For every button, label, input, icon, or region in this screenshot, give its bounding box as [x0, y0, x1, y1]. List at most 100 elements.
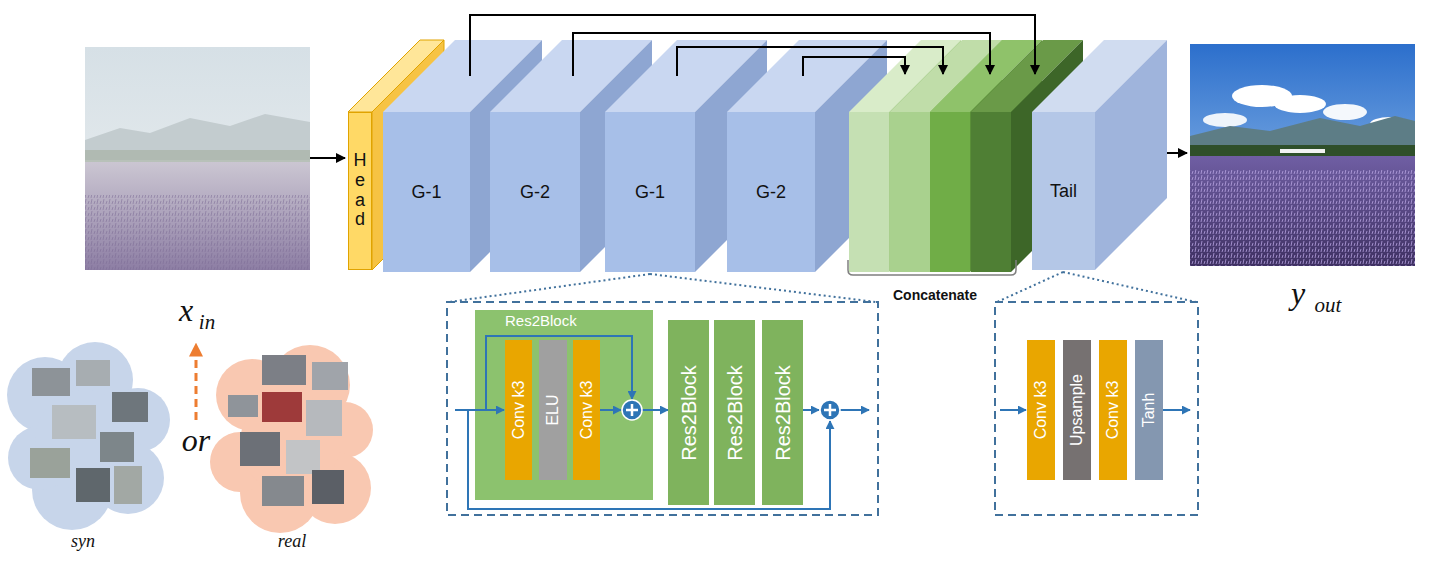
dataset-label: real: [278, 532, 306, 552]
res2block-panel-fill: [475, 310, 653, 500]
block-label: Conv k3: [509, 381, 527, 440]
block-label: Head: [351, 151, 369, 230]
image-cloud: [1323, 104, 1367, 120]
block-label: Res2Block: [723, 365, 746, 461]
upsample-layer: Upsample: [1063, 340, 1091, 480]
image-cloud: [1203, 113, 1247, 127]
thumbnail: [262, 476, 304, 506]
real-cloud: [210, 345, 373, 533]
group-label: Concatenate: [893, 288, 977, 303]
add-symbol: [622, 400, 642, 420]
image-sky: [1190, 44, 1415, 266]
hazy-input-image: [85, 47, 310, 270]
group-block: G-1: [383, 112, 470, 272]
block-label: G-2: [756, 182, 786, 203]
tail-block: Tail: [1032, 112, 1095, 270]
flow-arrow: [310, 157, 345, 159]
data-line: [803, 409, 819, 411]
thumbnail: [52, 405, 96, 439]
zoom-leader: [650, 274, 876, 302]
thumbnail: [76, 360, 110, 386]
concat-front-face: [971, 112, 1011, 272]
block-label: Upsample: [1068, 374, 1086, 446]
block-label: Conv k3: [577, 381, 595, 440]
concat-front-face: [890, 112, 930, 272]
thumbnail: [262, 392, 302, 422]
block-label: ELU: [544, 394, 562, 425]
block-side-face: [1095, 40, 1167, 270]
conv-layer: Conv k3: [1027, 340, 1055, 480]
res2block: Res2Block: [762, 320, 803, 505]
block-label: Conv k3: [1032, 381, 1050, 440]
activation-layer: ELU: [539, 340, 567, 480]
concat-front-face: [930, 112, 970, 272]
math-symbol: y: [1291, 276, 1305, 311]
block-label: G-1: [411, 182, 441, 203]
thumbnail: [114, 466, 142, 504]
block-label: Res2Block: [771, 365, 794, 461]
concat-front-face: [849, 112, 889, 272]
skip-arrow: [803, 57, 905, 76]
image-sky: [85, 47, 310, 270]
block-label: Conv k3: [1104, 381, 1122, 440]
data-line: [1163, 409, 1190, 411]
block-label: Tail: [1050, 181, 1077, 202]
conv-layer: Conv k3: [573, 340, 600, 480]
data-line: [455, 409, 504, 411]
detail-wiring: [455, 336, 1190, 509]
data-line: [642, 409, 654, 411]
dehazed-output-image: [1190, 44, 1415, 266]
concat-bracket: [848, 260, 1016, 275]
image-flowers: [85, 195, 310, 270]
data-line: [840, 409, 869, 411]
res2block: Res2Block: [714, 320, 755, 505]
zoom-leader: [449, 274, 650, 302]
cloud-shape: [7, 342, 170, 530]
skip-arrow: [470, 15, 1035, 76]
data-line: [1000, 409, 1026, 411]
activation-layer: Tanh: [1135, 340, 1163, 480]
res2block-panel: Res2BlockConv k3 ELU Conv k3: [475, 310, 653, 500]
thumbnail: [112, 392, 148, 422]
thumbnail: [32, 368, 70, 396]
panel-heading: Res2Block: [505, 312, 577, 329]
math-subscript: in: [199, 311, 215, 334]
image-treeline: [1190, 145, 1415, 157]
image-flowers: [1190, 170, 1415, 266]
connector-group: [653, 410, 668, 411]
block-label: Res2Block: [677, 365, 700, 461]
thumbnail: [30, 448, 70, 478]
skip-connections: [470, 15, 1035, 76]
thumbnail: [100, 432, 134, 462]
group-block: G-1: [605, 112, 695, 272]
skip-arrow: [573, 33, 990, 76]
image-field: [1190, 156, 1415, 266]
block-label: Tanh: [1140, 393, 1158, 428]
block-label: G-1: [635, 182, 665, 203]
image-field: [85, 162, 310, 270]
res2block: Res2Block: [668, 320, 709, 505]
thumbnail: [306, 400, 342, 436]
add-symbol: [820, 400, 840, 420]
block-label: G-2: [520, 182, 550, 203]
image-treeline: [85, 150, 310, 164]
data-line: [600, 409, 621, 411]
skip-arrow: [677, 47, 943, 76]
math-symbol: x: [179, 293, 193, 328]
group-block: G-2: [490, 112, 580, 272]
input-choice-arrow: [195, 344, 198, 420]
thumbnail: [262, 355, 306, 385]
thumbnail: [240, 432, 280, 466]
zoom-leader: [997, 272, 1063, 302]
dataset-label: syn: [71, 532, 95, 552]
thumbnail: [312, 470, 344, 504]
head-block: Head: [348, 112, 372, 270]
image-houses: [1280, 149, 1325, 153]
group-block: G-2: [727, 112, 815, 272]
connector-word: or: [182, 423, 210, 458]
zoom-frame: [995, 302, 1198, 515]
thumbnail: [228, 395, 258, 417]
synthetic-cloud: [7, 342, 170, 530]
